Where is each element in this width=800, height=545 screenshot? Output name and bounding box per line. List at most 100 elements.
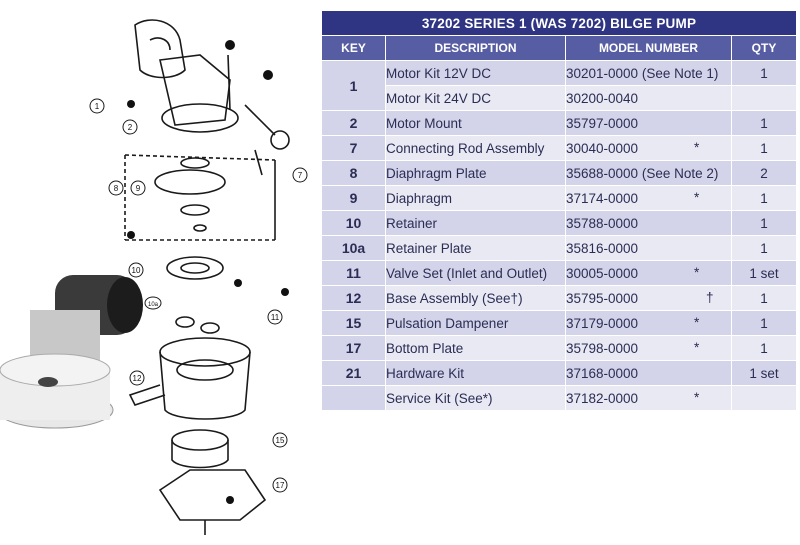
callout-8 <box>108 180 124 196</box>
callout-15 <box>272 432 288 448</box>
svg-text:8: 8 <box>114 184 119 193</box>
description-cell: Service Kit (See*) <box>385 385 566 411</box>
svg-text:9: 9 <box>136 184 141 193</box>
qty-cell: 1 <box>731 310 797 336</box>
callout-12 <box>129 370 145 386</box>
key-cell: 8 <box>321 160 386 186</box>
callout-1 <box>89 98 105 114</box>
footnote-mark: * <box>694 190 700 205</box>
description-cell: Retainer Plate <box>385 235 566 261</box>
qty-cell: 1 <box>731 110 797 136</box>
qty-cell: 1 <box>731 185 797 211</box>
callout-2 <box>122 119 138 135</box>
svg-text:7: 7 <box>298 171 303 180</box>
qty-cell: 2 <box>731 160 797 186</box>
callout-9 <box>130 180 146 196</box>
model-number-cell: 30200-0040 <box>565 85 732 111</box>
key-cell: 7 <box>321 135 386 161</box>
footnote-mark: * <box>694 340 700 355</box>
callout-10 <box>128 262 144 278</box>
model-number-text: 37168-0000 <box>566 365 639 381</box>
model-number-text: 35816-0000 <box>566 240 639 256</box>
table-row: Service Kit (See*)37182-0000* <box>321 385 797 411</box>
description-cell: Diaphragm Plate <box>385 160 566 186</box>
callout-11 <box>267 309 283 325</box>
key-cell: 9 <box>321 185 386 211</box>
footnote-mark: * <box>694 390 700 405</box>
qty-cell: 1 <box>731 60 797 86</box>
qty-cell <box>731 385 797 411</box>
qty-cell: 1 <box>731 335 797 361</box>
callout-7 <box>292 167 308 183</box>
description-cell: Motor Mount <box>385 110 566 136</box>
header-key: KEY <box>321 35 386 61</box>
description-cell: Motor Kit 12V DC <box>385 60 566 86</box>
parts-table: 37202 SERIES 1 (WAS 7202) BILGE PUMP KEY… <box>321 10 797 411</box>
model-number-cell: 37179-0000 * <box>565 310 732 336</box>
model-number-cell: 35798-0000 * <box>565 335 732 361</box>
description-cell: Diaphragm <box>385 185 566 211</box>
description-cell: Connecting Rod Assembly <box>385 135 566 161</box>
model-number-cell: 35795-0000 † <box>565 285 732 311</box>
model-number-text: 37179-0000 <box>566 315 639 331</box>
qty-cell <box>731 85 797 111</box>
model-number-cell: 37174-0000 * <box>565 185 732 211</box>
key-cell: 10 <box>321 210 386 236</box>
key-cell: 17 <box>321 335 386 361</box>
model-number-text: 30200-0040 <box>566 90 639 106</box>
parts-table-container: 37202 SERIES 1 (WAS 7202) BILGE PUMP KEY… <box>321 10 797 411</box>
description-cell: Valve Set (Inlet and Outlet) <box>385 260 566 286</box>
svg-text:11: 11 <box>271 313 280 322</box>
footnote-mark: * <box>694 315 700 330</box>
model-number-text: 37174-0000 <box>566 190 639 206</box>
footnote-mark: * <box>694 140 700 155</box>
qty-cell: 1 <box>731 210 797 236</box>
key-cell: 11 <box>321 260 386 286</box>
model-number-text: 30005-0000 <box>566 265 639 281</box>
qty-cell: 1 set <box>731 360 797 386</box>
model-number-cell: 37168-0000 <box>565 360 732 386</box>
description-cell: Bottom Plate <box>385 335 566 361</box>
model-number-text: 35797-0000 <box>566 115 639 131</box>
key-cell: 15 <box>321 310 386 336</box>
svg-text:10: 10 <box>132 266 141 275</box>
svg-text:15: 15 <box>276 436 285 445</box>
description-cell: Retainer <box>385 210 566 236</box>
exploded-view-drawing: 1 2 7 8 9 10 10a 11 12 15 17 <box>0 19 308 535</box>
svg-text:10a: 10a <box>148 302 159 308</box>
model-number-cell: 35816-0000 <box>565 235 732 261</box>
key-cell: 12 <box>321 285 386 311</box>
model-number-cell: 37182-0000* <box>565 385 732 411</box>
model-number-text: 35798-0000 <box>566 340 639 356</box>
model-number-cell: 30005-0000* <box>565 260 732 286</box>
model-number-text: 35795-0000 <box>566 290 639 306</box>
model-number-text: 30040-0000 <box>566 140 639 156</box>
model-number-text: 30201-0000 (See Note 1) <box>566 65 719 81</box>
qty-cell: 1 set <box>731 260 797 286</box>
svg-text:17: 17 <box>276 481 285 490</box>
header-description: DESCRIPTION <box>385 35 566 61</box>
model-number-cell: 35688-0000 (See Note 2) <box>565 160 732 186</box>
header-model-number: MODEL NUMBER <box>565 35 732 61</box>
qty-cell: 1 <box>731 135 797 161</box>
pump-photo <box>0 275 143 429</box>
description-cell: Hardware Kit <box>385 360 566 386</box>
exploded-diagram: 1 2 7 8 9 10 10a 11 12 15 17 <box>0 0 318 545</box>
description-cell: Pulsation Dampener <box>385 310 566 336</box>
callout-10a <box>144 296 162 310</box>
key-cell: 2 <box>321 110 386 136</box>
description-cell: Motor Kit 24V DC <box>385 85 566 111</box>
qty-cell: 1 <box>731 235 797 261</box>
description-cell: Base Assembly (See†) <box>385 285 566 311</box>
footnote-mark: † <box>706 290 714 305</box>
